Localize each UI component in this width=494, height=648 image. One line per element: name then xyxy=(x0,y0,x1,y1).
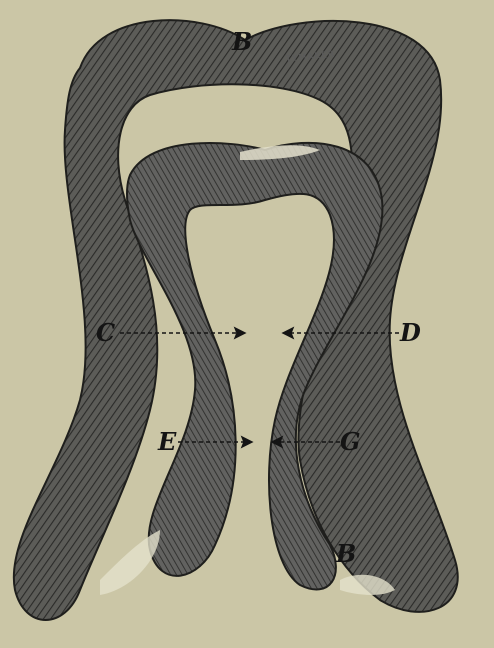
label-g: G xyxy=(340,427,361,456)
label-b-bottom: B xyxy=(335,539,356,568)
label-c: C xyxy=(96,318,115,347)
label-d: D xyxy=(399,318,421,347)
label-e: E xyxy=(157,427,177,456)
label-b-top: B xyxy=(231,27,252,56)
